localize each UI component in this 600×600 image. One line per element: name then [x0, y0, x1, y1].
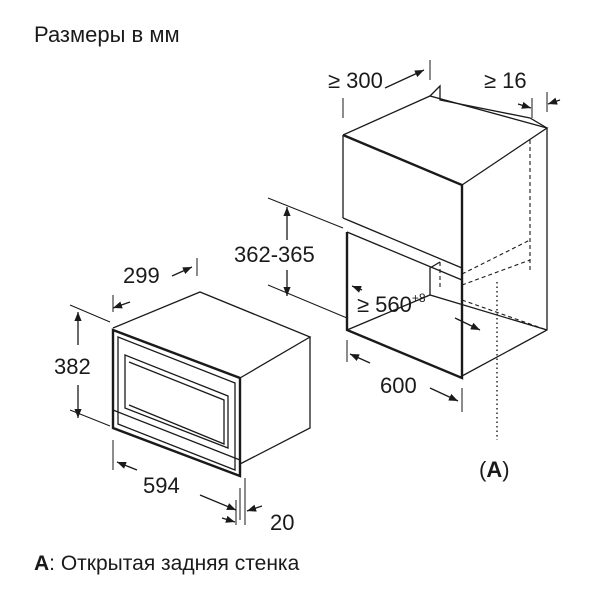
cabinet-drawing: [342, 84, 549, 440]
label-niche-width: ≥ 560: [357, 292, 412, 317]
label-gap-min: ≥ 16: [484, 68, 527, 93]
legend-text: : Открытая задняя стенка: [49, 552, 299, 575]
svg-text:≥ 560+8: ≥ 560+8: [357, 291, 426, 317]
label-depth-min: ≥ 300: [328, 68, 383, 93]
label-device-depth: 299: [123, 263, 160, 288]
dim-depth-min: ≥ 300: [328, 60, 431, 118]
dim-device-depth: 299: [112, 258, 198, 312]
label-niche-depth: 600: [380, 373, 417, 398]
dim-device-height: 382: [54, 304, 111, 427]
dim-gap-min: ≥ 16: [484, 68, 561, 118]
dim-device-width: 594: [112, 440, 241, 520]
device-drawing: [111, 291, 312, 478]
legend: A: Открытая задняя стенка: [34, 552, 300, 575]
label-niche-height: 362-365: [234, 242, 315, 267]
label-niche-width-tolerance: +8: [412, 291, 426, 305]
dim-niche-height: 362-365: [234, 197, 348, 319]
label-device-height: 382: [54, 354, 91, 379]
legend-key: A: [34, 552, 49, 575]
label-device-width: 594: [143, 473, 180, 498]
marker-a: (A): [479, 457, 510, 482]
label-front-thickness: 20: [270, 510, 294, 535]
page-title: Размеры в мм: [34, 22, 180, 47]
dim-niche-width: ≥ 560+8: [351, 285, 481, 331]
dim-niche-depth: 600: [346, 340, 463, 412]
dim-front-thickness: 20: [221, 478, 294, 535]
